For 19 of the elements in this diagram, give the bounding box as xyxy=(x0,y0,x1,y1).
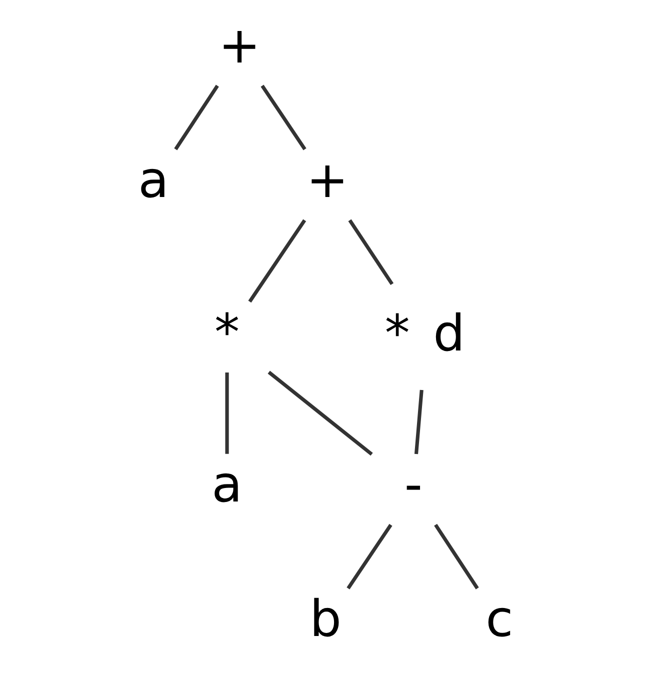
node-text: c xyxy=(485,589,513,648)
connector xyxy=(348,219,394,286)
node-text: - xyxy=(404,454,422,514)
node-text: a xyxy=(138,150,168,210)
connector xyxy=(414,390,423,454)
node-text: * xyxy=(214,302,240,362)
connector xyxy=(434,524,478,590)
node-text: b xyxy=(309,589,342,648)
connector xyxy=(346,524,392,590)
connector xyxy=(260,84,306,150)
connector xyxy=(174,84,218,150)
connector xyxy=(224,372,228,454)
connector xyxy=(248,219,306,303)
node-text: * xyxy=(384,303,410,362)
node-text: + xyxy=(306,150,348,210)
connector xyxy=(267,370,372,456)
node-text: a xyxy=(211,454,242,514)
node-text: + xyxy=(218,16,260,75)
node-label: d xyxy=(432,303,464,362)
